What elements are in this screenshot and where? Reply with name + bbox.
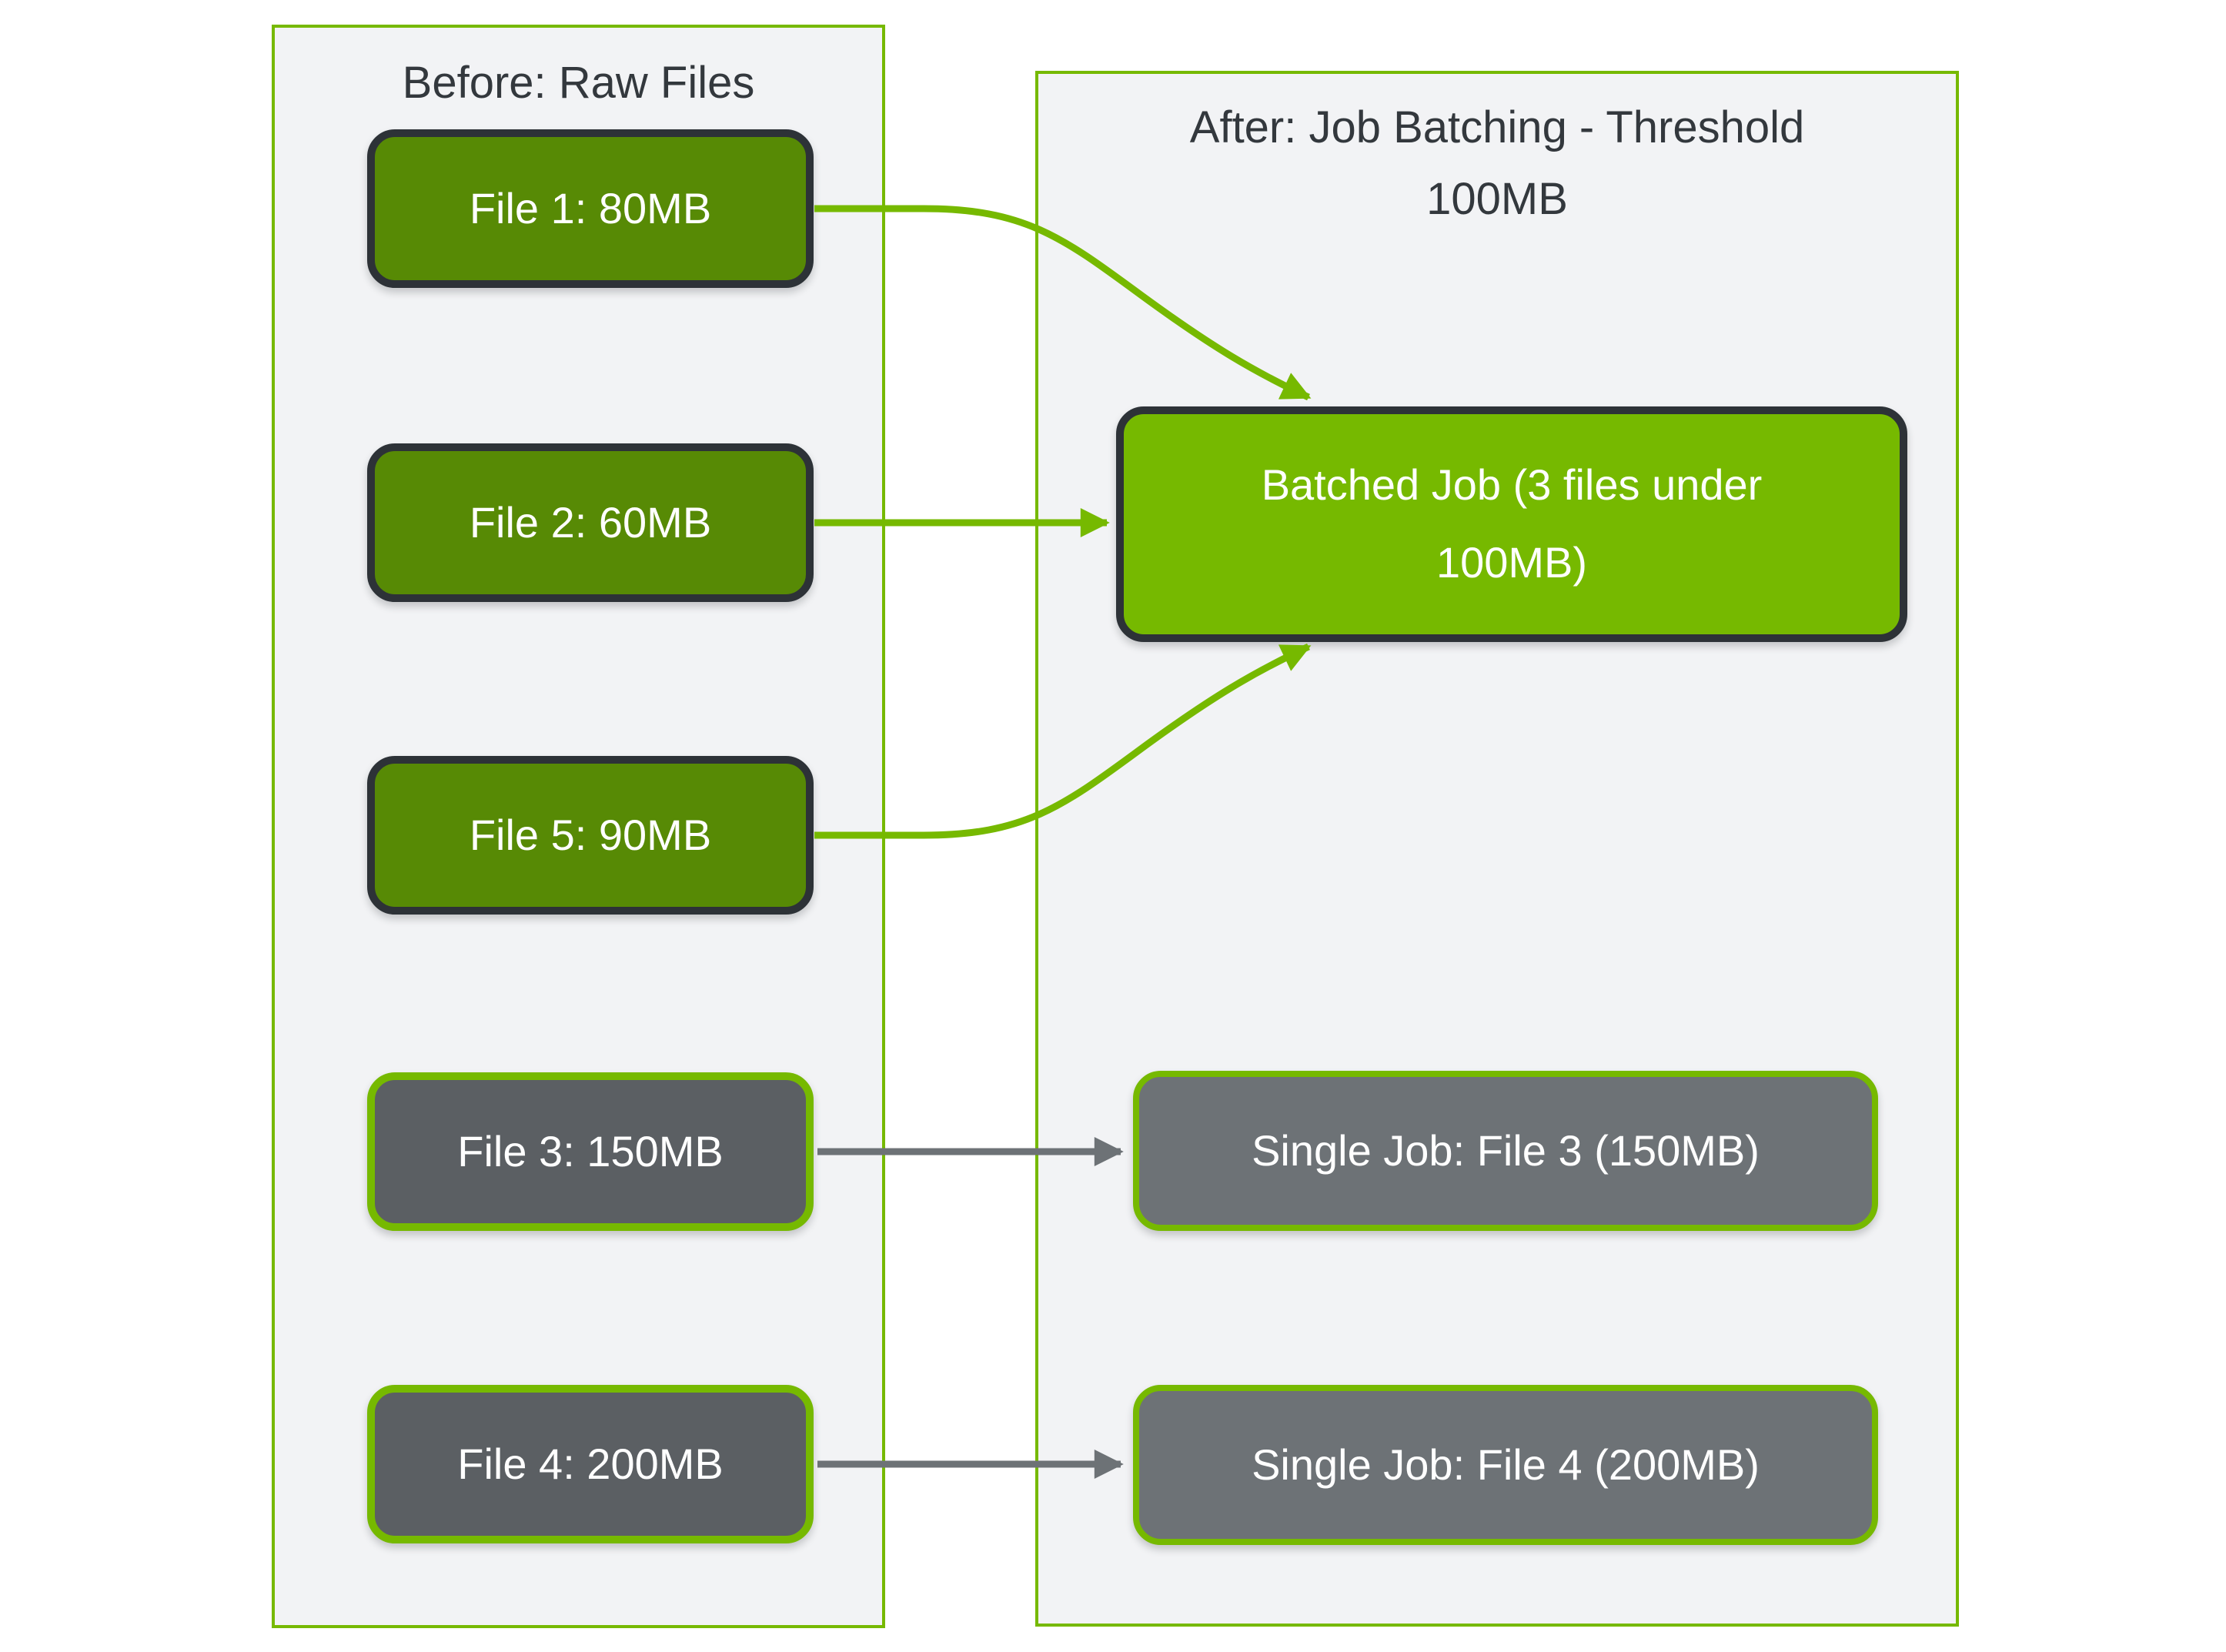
node-single-job-file-4-label: Single Job: File 4 (200MB) (1252, 1440, 1760, 1490)
node-file-5-label: File 5: 90MB (469, 811, 712, 860)
node-file-3: File 3: 150MB (367, 1072, 814, 1231)
node-file-1: File 1: 80MB (367, 129, 814, 288)
node-file-2: File 2: 60MB (367, 443, 814, 602)
node-file-2-label: File 2: 60MB (469, 498, 712, 547)
node-batched-job-label: Batched Job (3 files under 100MB) (1261, 460, 1763, 587)
after-panel: After: Job Batching - Threshold 100MB (1035, 71, 1959, 1627)
node-batched-job: Batched Job (3 files under 100MB) (1116, 406, 1907, 642)
node-single-job-file-3: Single Job: File 3 (150MB) (1133, 1071, 1878, 1231)
node-file-5: File 5: 90MB (367, 756, 814, 915)
node-single-job-file-3-label: Single Job: File 3 (150MB) (1252, 1126, 1760, 1175)
node-file-4: File 4: 200MB (367, 1385, 814, 1543)
after-panel-title: After: Job Batching - Threshold 100MB (1189, 102, 1805, 224)
node-file-4-label: File 4: 200MB (457, 1440, 724, 1489)
node-single-job-file-4: Single Job: File 4 (200MB) (1133, 1385, 1878, 1545)
node-file-3-label: File 3: 150MB (457, 1127, 724, 1176)
node-file-1-label: File 1: 80MB (469, 184, 712, 233)
before-panel-title: Before: Raw Files (402, 58, 755, 108)
